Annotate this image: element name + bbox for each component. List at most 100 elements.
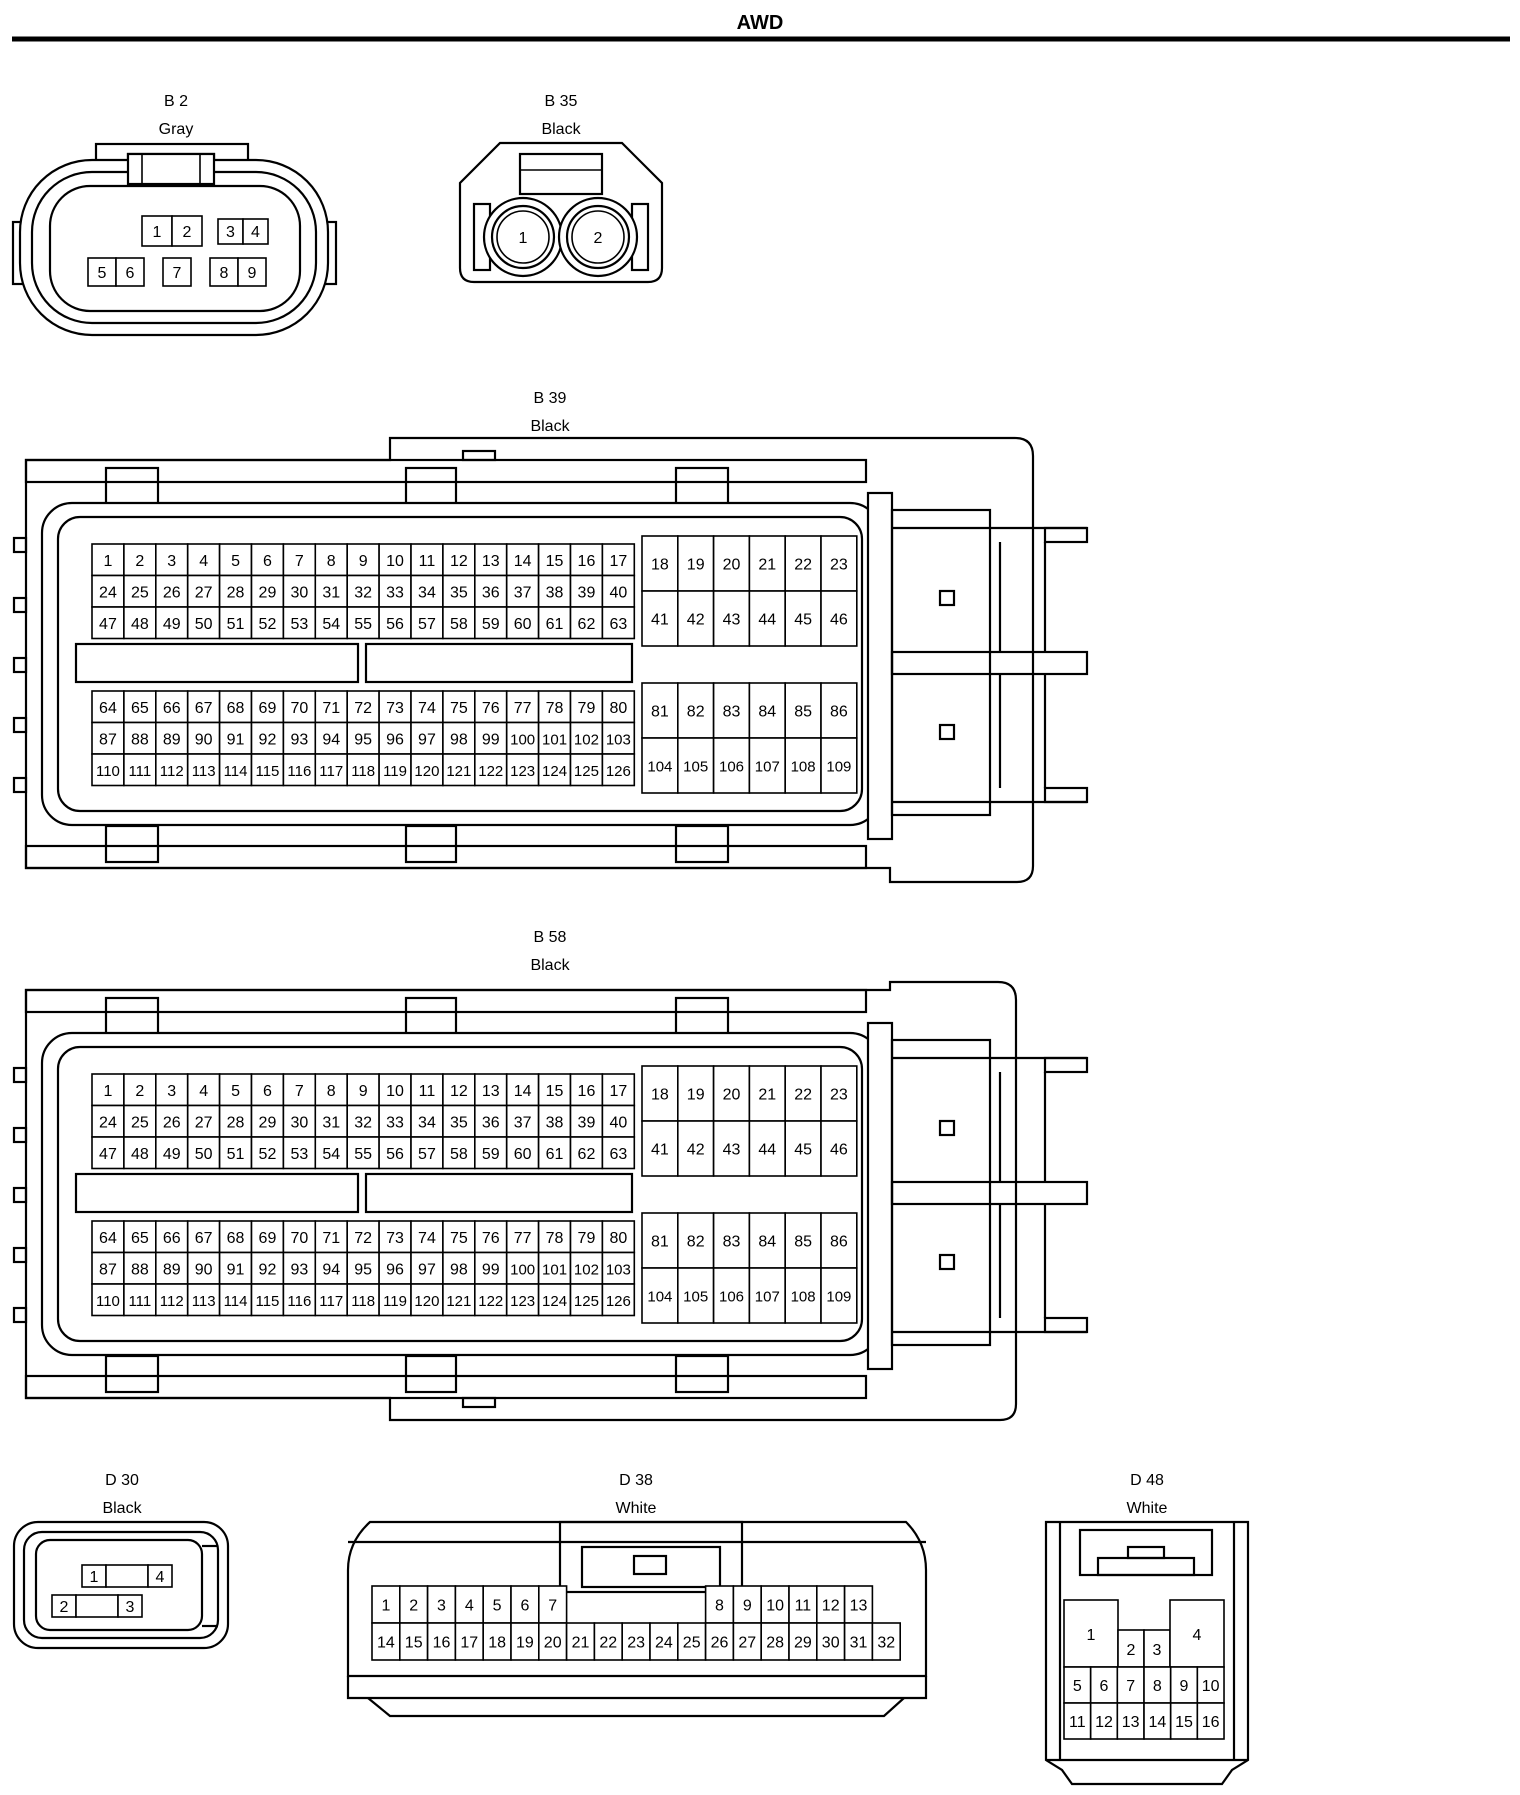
pin-cell xyxy=(712,590,751,647)
pin-label: 58 xyxy=(450,616,468,633)
pin-cell xyxy=(784,1065,822,1122)
pin-label: 31 xyxy=(322,1114,340,1131)
pin-cell xyxy=(1196,1666,1225,1704)
pin-cell xyxy=(91,1104,125,1138)
pin-label: 95 xyxy=(354,731,372,748)
pin-label: 74 xyxy=(418,1230,436,1247)
pin-cell xyxy=(378,1104,412,1138)
pin-label: 67 xyxy=(195,1230,213,1247)
pin-label: 25 xyxy=(131,584,149,601)
pin-label: 70 xyxy=(290,1230,308,1247)
pin-label: 36 xyxy=(482,584,500,601)
pin-cell xyxy=(378,753,412,787)
pin-cell xyxy=(1116,1666,1145,1704)
pin-label: 9 xyxy=(359,1083,368,1100)
pin-label: 5 xyxy=(98,265,107,282)
pin-label: 6 xyxy=(1100,1678,1109,1695)
pin-label: 48 xyxy=(131,616,149,633)
pin-label: 81 xyxy=(651,1234,669,1251)
pin-label: 118 xyxy=(351,1293,375,1310)
pin-cell xyxy=(473,1136,508,1170)
pin-cell xyxy=(155,690,189,724)
pin-cell xyxy=(186,1220,221,1254)
pin-label: 52 xyxy=(259,1146,277,1163)
pin-label: 15 xyxy=(546,1083,564,1100)
pin-cell xyxy=(784,590,822,647)
pin-label: 17 xyxy=(609,553,627,570)
connector-b39: B 39 Black xyxy=(12,390,1089,884)
pin-cell xyxy=(442,1220,476,1254)
pin-label: 126 xyxy=(606,763,631,780)
pin-label: 98 xyxy=(450,731,468,748)
pin-label: 78 xyxy=(546,700,564,717)
pin-label: 17 xyxy=(460,1635,478,1652)
pin-label: 77 xyxy=(514,1230,532,1247)
pin-label: 120 xyxy=(414,763,439,780)
pin-label: 88 xyxy=(131,1261,149,1278)
pin-cell xyxy=(537,1283,572,1317)
pin-cell xyxy=(569,753,604,787)
pin-cell xyxy=(314,1104,348,1138)
pin-cell xyxy=(676,737,715,794)
pin-label: 93 xyxy=(290,1261,308,1278)
pin-label: 14 xyxy=(514,553,532,570)
pin-label: 4 xyxy=(156,1569,165,1586)
pin-label: 29 xyxy=(259,1114,277,1131)
pin-label: 55 xyxy=(354,616,372,633)
pin-cell xyxy=(250,606,285,640)
connector-b35-housing xyxy=(458,141,664,284)
pin-cell xyxy=(410,1136,444,1170)
pin-label: 17 xyxy=(609,1083,627,1100)
pin-label: 22 xyxy=(599,1635,617,1652)
pin-cell xyxy=(712,1065,751,1122)
pin-cell xyxy=(676,1212,715,1269)
pin-label: 26 xyxy=(163,584,181,601)
pin-label: 33 xyxy=(386,584,404,601)
pin-label: 7 xyxy=(173,265,182,282)
pin-label: 50 xyxy=(195,1146,213,1163)
pin-label: 2 xyxy=(183,224,192,241)
pin-cell xyxy=(601,1073,636,1107)
pin-label: 112 xyxy=(160,1293,184,1310)
pin-label: 12 xyxy=(1095,1714,1113,1731)
connector-d30-color: Black xyxy=(102,1500,142,1517)
pin-label: 42 xyxy=(687,612,705,629)
pin-cell xyxy=(282,1073,317,1107)
connector-d30-housing xyxy=(12,1520,230,1650)
pin-label: 94 xyxy=(322,731,340,748)
pin-cell xyxy=(346,753,380,787)
connector-d30-pins: 1 4 2 3 xyxy=(51,1564,173,1618)
pin-label: 66 xyxy=(163,1230,181,1247)
pin-cell xyxy=(410,574,444,608)
pin-label: 5 xyxy=(1073,1678,1082,1695)
pin-cell xyxy=(314,1283,348,1317)
pin-cell xyxy=(784,737,822,794)
pin-cell xyxy=(250,543,285,577)
pin-cell xyxy=(186,753,221,787)
pin-cell xyxy=(537,1622,568,1661)
pin-label: 101 xyxy=(542,1261,567,1278)
pin-cell xyxy=(784,1267,822,1324)
pin-label: 106 xyxy=(719,1289,744,1306)
pin-cell xyxy=(748,737,787,794)
pin-label: 100 xyxy=(510,731,535,748)
pin-label: 7 xyxy=(1126,1678,1135,1695)
pin-cell xyxy=(641,1267,679,1324)
pin-cell xyxy=(537,690,572,724)
pin-label: 26 xyxy=(163,1114,181,1131)
pin-label: 8 xyxy=(327,1083,336,1100)
pin-cell xyxy=(442,1104,476,1138)
pin-label: 115 xyxy=(255,1293,279,1310)
pin-label: 6 xyxy=(263,1083,272,1100)
pin-label: 62 xyxy=(578,616,596,633)
pin-label: 119 xyxy=(383,1293,407,1310)
pin-cell xyxy=(641,590,679,647)
pin-label: 4 xyxy=(251,224,260,241)
pin-label: 39 xyxy=(578,1114,596,1131)
pin-label: 23 xyxy=(830,557,848,574)
pin-label: 75 xyxy=(450,700,468,717)
connector-d30: D 30 Black 1 4 2 3 xyxy=(12,1472,230,1650)
pin-label: 37 xyxy=(514,1114,532,1131)
pin-label: 101 xyxy=(542,731,567,748)
pin-label: 95 xyxy=(354,1261,372,1278)
